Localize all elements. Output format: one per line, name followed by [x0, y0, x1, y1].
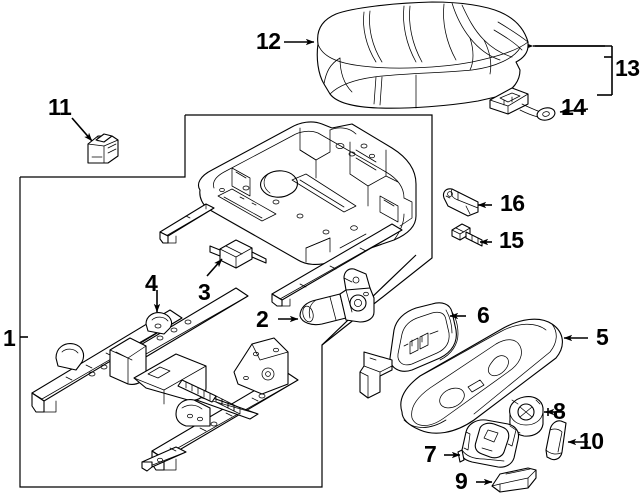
callout-4[interactable]: 4 — [145, 270, 158, 296]
part-lumbar-knob — [509, 396, 544, 437]
callout-7[interactable]: 7 — [424, 441, 437, 467]
leader-3 — [206, 258, 223, 277]
part-connector-clip-15 — [451, 223, 483, 247]
leader-11 — [71, 117, 93, 142]
part-frame-bracket-16 — [442, 188, 479, 217]
callout-13[interactable]: 13 — [615, 55, 640, 81]
part-upper-left-rail — [159, 203, 215, 244]
callout-11[interactable]: 11 — [48, 94, 72, 120]
callout-15[interactable]: 15 — [499, 227, 524, 253]
callout-9[interactable]: 9 — [455, 468, 468, 494]
leader-14 — [559, 107, 589, 115]
callout-8[interactable]: 8 — [553, 398, 566, 424]
part-power-seat-switch — [457, 419, 520, 468]
part-seat-cushion-pad — [316, 1, 529, 109]
callout-1[interactable]: 1 — [3, 325, 16, 351]
part-adjuster-motor — [299, 268, 375, 326]
group-box-seat-frame — [20, 114, 433, 346]
part-retaining-clip — [87, 133, 119, 164]
part-inner-side-bezel — [359, 302, 459, 399]
part-trim-filler-plug — [545, 420, 567, 461]
part-seat-track-assembly — [31, 287, 299, 472]
leader-8 — [544, 408, 562, 416]
group-bracket-13 — [524, 42, 613, 96]
callout-14[interactable]: 14 — [561, 94, 586, 120]
callout-16[interactable]: 16 — [500, 190, 525, 216]
part-upper-right-rail — [271, 223, 403, 307]
part-sensor-wire — [489, 87, 556, 121]
part-outer-side-shield — [400, 318, 563, 434]
callout-12[interactable]: 12 — [256, 28, 281, 54]
callout-10[interactable]: 10 — [579, 428, 604, 454]
callout-5[interactable]: 5 — [596, 324, 609, 350]
callout-2[interactable]: 2 — [256, 306, 269, 332]
callout-3[interactable]: 3 — [198, 279, 211, 305]
callout-6[interactable]: 6 — [477, 302, 490, 328]
part-seat-frame-pan — [197, 121, 417, 265]
part-switch-cover-cap — [491, 467, 537, 493]
